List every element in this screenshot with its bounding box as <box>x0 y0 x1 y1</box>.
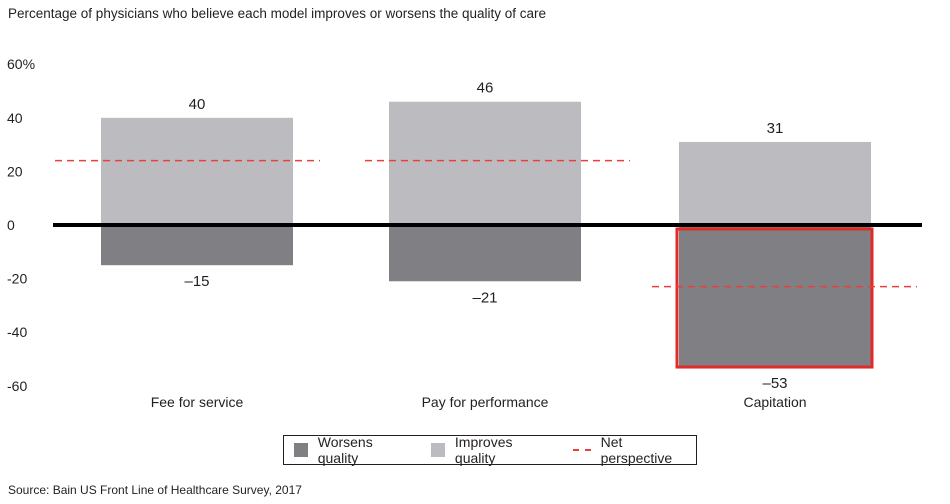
legend-item-worsens: Worsens quality <box>294 434 415 466</box>
y-tick-label: -60 <box>7 378 27 394</box>
chart-subtitle: Percentage of physicians who believe eac… <box>8 6 547 21</box>
y-tick-label: -40 <box>7 324 27 340</box>
legend-swatch-net <box>572 449 591 451</box>
y-tick-label: 60% <box>7 56 35 72</box>
bar-worsens <box>101 225 293 266</box>
bar-worsens <box>679 225 871 368</box>
category-label: Pay for performance <box>422 394 549 410</box>
y-tick-label: 0 <box>7 217 15 233</box>
category-label: Fee for service <box>151 394 244 410</box>
bar-improves <box>389 101 581 225</box>
value-label-improves: 31 <box>767 120 784 137</box>
category-label: Capitation <box>743 394 806 410</box>
legend-label-improves: Improves quality <box>454 434 513 466</box>
value-label-worsens: –53 <box>762 375 787 392</box>
value-label-improves: 40 <box>189 96 206 113</box>
y-tick-label: -20 <box>7 271 27 287</box>
y-tick-label: 20 <box>7 163 23 179</box>
source-note: Source: Bain US Front Line of Healthcare… <box>8 483 302 497</box>
bar-worsens <box>389 225 581 282</box>
legend-item-net: Net perspective <box>572 434 696 466</box>
value-label-worsens: –15 <box>184 273 209 290</box>
legend-swatch-worsens <box>294 443 308 457</box>
legend-item-improves: Improves quality <box>431 434 555 466</box>
y-tick-label: 40 <box>7 110 23 126</box>
value-label-improves: 46 <box>477 80 494 97</box>
bar-improves <box>101 117 293 225</box>
chart-legend: Worsens quality Improves quality Net per… <box>283 434 697 466</box>
legend-swatch-improves <box>431 443 445 457</box>
legend-label-net: Net perspective <box>600 434 673 466</box>
highlight-box <box>675 227 874 369</box>
bar-improves <box>679 141 871 225</box>
value-label-worsens: –21 <box>472 289 497 306</box>
legend-label-worsens: Worsens quality <box>317 434 373 466</box>
